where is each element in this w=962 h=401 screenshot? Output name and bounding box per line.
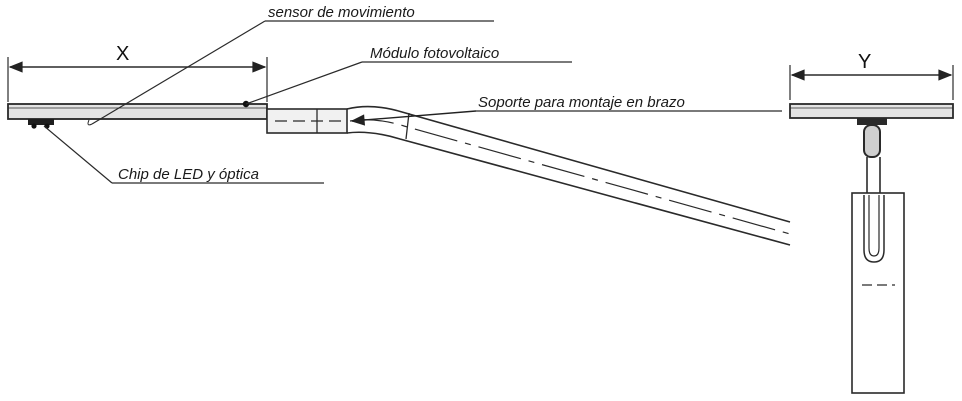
dimension-x: X [7, 43, 268, 102]
front-arm-u-bend-inner [868, 195, 880, 257]
leader-led-chip-diagonal [43, 125, 113, 184]
luminaire-body [7, 100, 268, 129]
front-pole [851, 192, 905, 394]
label-pv-module: Módulo fotovoltaico [370, 45, 499, 62]
front-arm-u-bend-outer [863, 195, 885, 263]
luminaire-housing [7, 103, 268, 120]
front-panel [789, 103, 954, 119]
dimension-x-label: X [116, 43, 129, 65]
leader-arm-mount-arrow [350, 110, 477, 126]
led-chip-module [28, 119, 54, 125]
label-arm-mount: Soporte para montaje en brazo [478, 94, 685, 111]
arm-top-edge [346, 105, 791, 223]
front-view: Y [789, 51, 954, 394]
label-led-chip: Chip de LED y óptica [118, 166, 259, 183]
label-motion-sensor: sensor de movimiento [268, 4, 415, 21]
leader-lines [43, 20, 782, 184]
leader-pv-module-diagonal [245, 61, 363, 105]
front-bracket-clamp [863, 124, 881, 158]
mounting-arm [346, 105, 791, 246]
dimension-y-label: Y [858, 51, 871, 73]
arm-mount-collar [266, 108, 348, 134]
arm-joint [405, 112, 410, 140]
led-chip-left [31, 123, 37, 129]
front-bracket-plate [857, 118, 887, 125]
leader-motion-sensor-diagonal [91, 20, 266, 125]
arm-centerline [349, 119, 791, 235]
leader-motion-sensor-tip [87, 119, 93, 126]
arm-bottom-edge [346, 131, 791, 246]
